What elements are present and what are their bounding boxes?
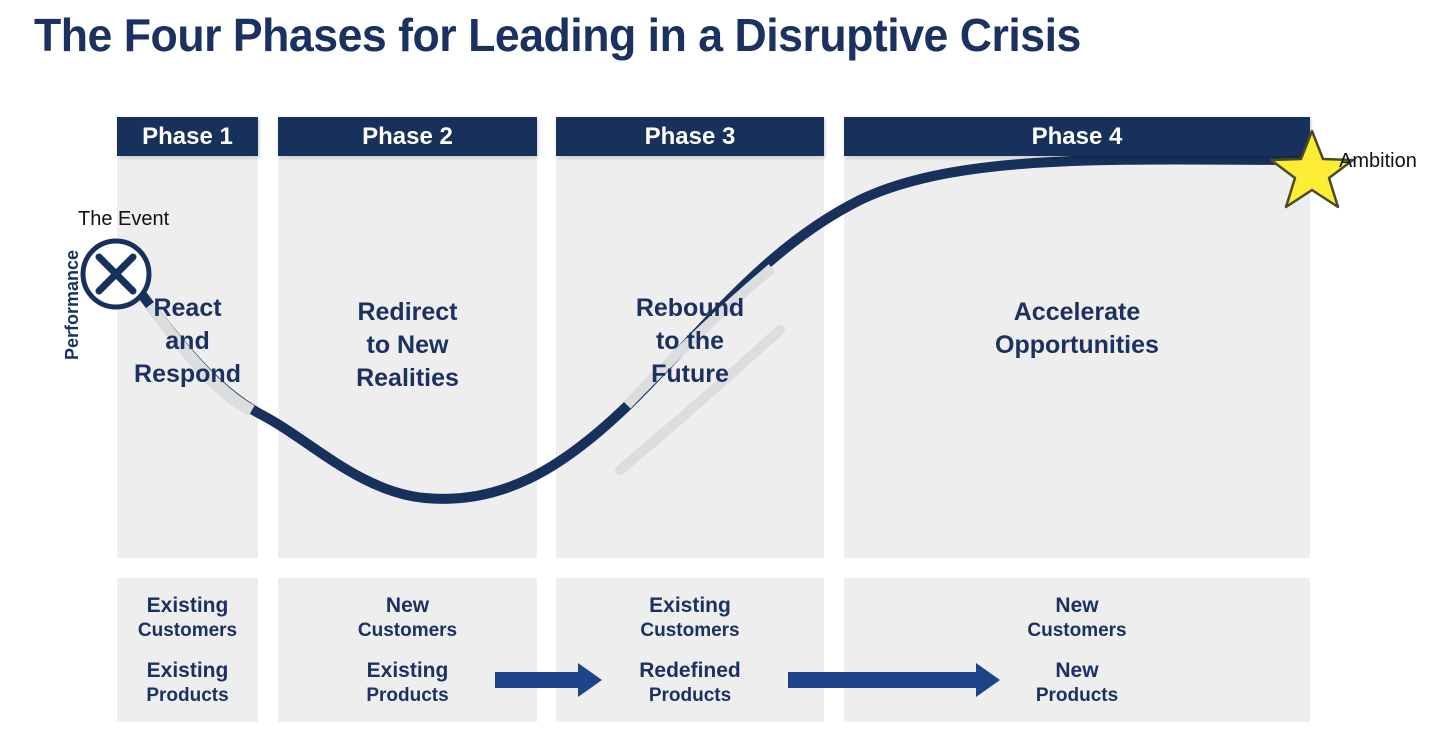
ambition-label: Ambition — [1339, 150, 1417, 172]
footer-customers-line2: Customers — [357, 619, 458, 641]
phase-caption-2: Redirect to New Realities — [356, 298, 459, 392]
page-title: The Four Phases for Leading in a Disrupt… — [34, 9, 1081, 61]
footer-customers-line1: Existing — [649, 594, 731, 618]
phase-caption-1: React and Respond — [134, 294, 241, 388]
footer-products-4: New Products — [1036, 658, 1118, 707]
footer-products-line2: Products — [1035, 684, 1119, 706]
footer-products-line1: Redefined — [639, 659, 741, 682]
footer-products-1: Existing Products — [146, 658, 228, 707]
performance-axis-label: Performance — [62, 249, 82, 360]
footer-products-line1: New — [1055, 659, 1099, 682]
footer-customers-line2: Customers — [640, 619, 740, 641]
footer-customers-2: New Customers — [358, 593, 457, 642]
footer-customers-line2: Customers — [1027, 619, 1127, 641]
phase-footer-panel-3: Existing Customers Redefined Products — [556, 578, 824, 722]
phase-header-1[interactable]: Phase 1 — [117, 117, 258, 156]
phase-footer-panel-1: Existing Customers Existing Products — [117, 578, 258, 722]
footer-customers-3: Existing Customers — [640, 593, 739, 642]
phase-header-4[interactable]: Phase 4 — [844, 117, 1310, 156]
footer-products-line1: Existing — [146, 659, 229, 682]
footer-customers-line1: New — [385, 594, 430, 618]
footer-products-line2: Products — [648, 684, 732, 706]
phase-footer-panel-4: New Customers New Products — [844, 578, 1310, 722]
footer-products-3: Redefined Products — [639, 658, 741, 707]
footer-customers-line1: Existing — [146, 594, 229, 618]
footer-customers-1: Existing Customers — [138, 593, 237, 642]
event-label: The Event — [78, 208, 170, 230]
footer-products-line2: Products — [146, 684, 229, 706]
footer-customers-line1: New — [1055, 594, 1099, 618]
footer-products-2: Existing Products — [366, 658, 448, 707]
phase-footer-panel-2: New Customers Existing Products — [278, 578, 537, 722]
footer-customers-line2: Customers — [137, 619, 238, 641]
phase-header-2[interactable]: Phase 2 — [278, 117, 537, 156]
footer-products-line2: Products — [366, 684, 449, 706]
footer-products-line1: Existing — [366, 659, 449, 682]
phase-header-3[interactable]: Phase 3 — [556, 117, 824, 156]
footer-customers-4: New Customers — [1027, 593, 1126, 642]
phase-caption-4: Accelerate Opportunities — [995, 298, 1159, 359]
phase-caption-3: Rebound to the Future — [635, 294, 745, 388]
